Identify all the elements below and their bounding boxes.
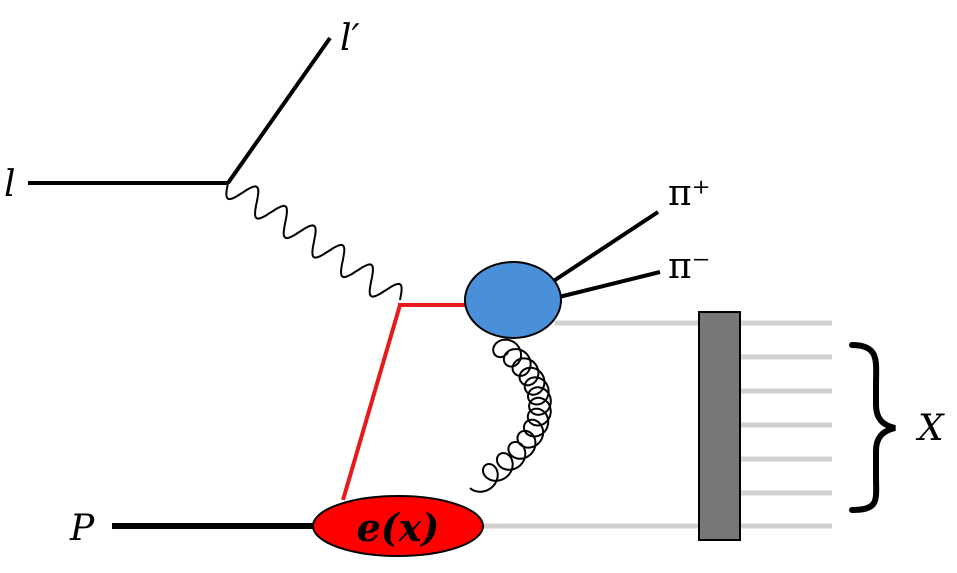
distribution-ellipse xyxy=(312,495,484,557)
pi-plus-line xyxy=(550,210,660,284)
pi-minus-line xyxy=(554,270,661,300)
hadron-lines xyxy=(470,320,832,529)
outgoing-lepton-line xyxy=(226,36,332,185)
gluon-curly-line xyxy=(469,338,552,493)
pi-minus-label: π⁻ xyxy=(668,246,711,287)
remnant-label: X xyxy=(915,408,945,449)
distribution-label: e(x) xyxy=(357,505,440,550)
pi-plus-label: π⁺ xyxy=(668,173,711,214)
outgoing-lepton-label: l′ xyxy=(340,18,360,59)
proton-label: P xyxy=(69,508,95,549)
quark-line-vertical xyxy=(341,304,402,501)
curly-brace-icon xyxy=(849,342,896,513)
fragmentation-blob xyxy=(464,261,562,339)
photon-wavy-line xyxy=(225,182,403,301)
incoming-lepton-label: l xyxy=(4,164,16,205)
remnant-box xyxy=(698,311,741,541)
